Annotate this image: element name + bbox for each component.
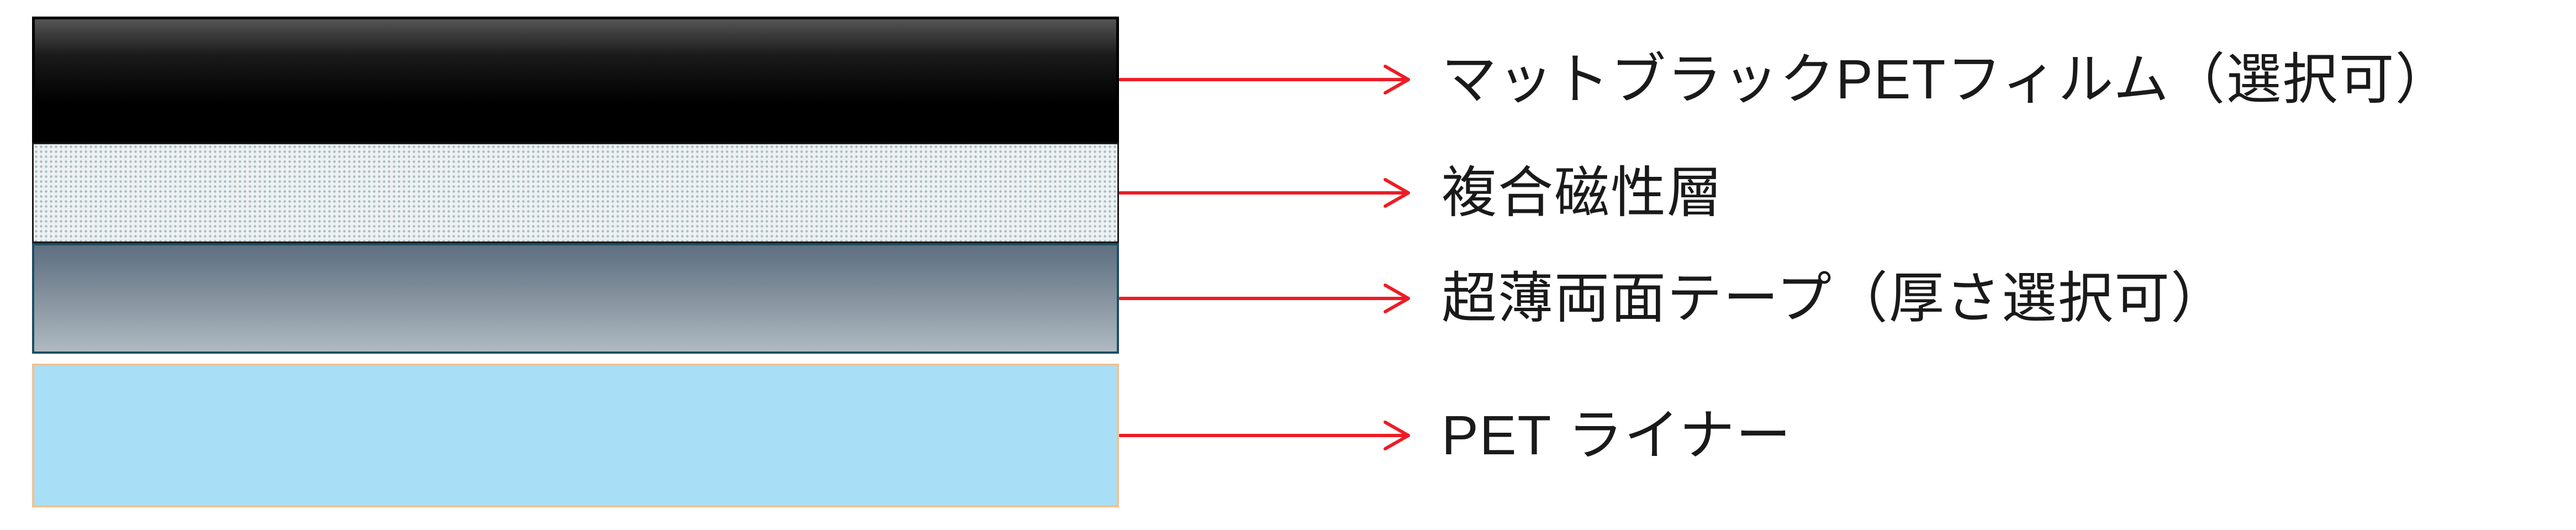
layer-label-composite-magnetic: 複合磁性層: [1442, 162, 1723, 224]
layer-composite-magnetic: [32, 143, 1119, 243]
layer-matte-black-pet-film: [32, 17, 1119, 143]
callout-double-sided-tape: 超薄両面テープ（厚さ選択可）: [1119, 260, 2227, 337]
layer-pet-liner: [32, 364, 1119, 507]
layer-label-pet-liner: PET ライナー: [1442, 405, 1792, 466]
callout-pet-liner: PET ライナー: [1119, 397, 1792, 474]
arrow-right-icon: [1119, 284, 1410, 313]
callout-composite-magnetic: 複合磁性層: [1119, 154, 1723, 232]
layer-label-matte-black-pet-film: マットブラックPETフィルム（選択可）: [1442, 49, 2452, 111]
arrow-right-icon: [1119, 421, 1410, 450]
callout-matte-black-pet-film: マットブラックPETフィルム（選択可）: [1119, 41, 2451, 118]
layer-label-double-sided-tape: 超薄両面テープ（厚さ選択可）: [1442, 267, 2227, 329]
arrow-right-icon: [1119, 65, 1410, 95]
arrow-right-icon: [1119, 178, 1410, 208]
layer-double-sided-tape: [32, 243, 1119, 354]
